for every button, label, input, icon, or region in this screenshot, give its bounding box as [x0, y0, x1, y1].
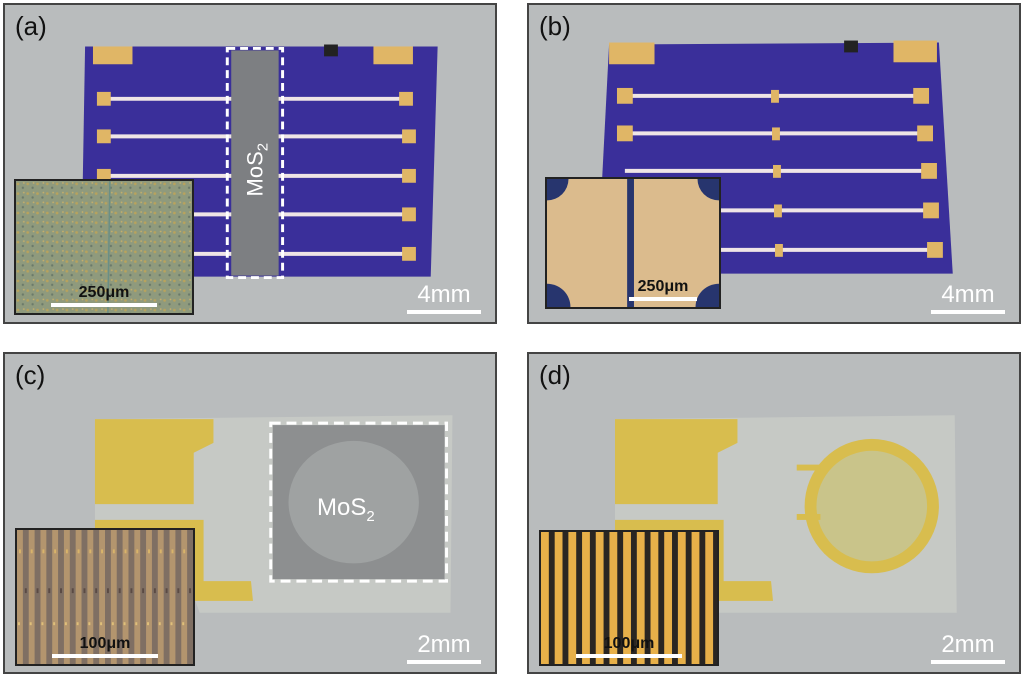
panel-c-mos2-label: MoS2 — [317, 494, 375, 525]
panel-b-inset-micrograph — [547, 179, 719, 307]
panel-b-label: (b) — [539, 11, 571, 41]
panel-c-inset-micrograph — [17, 530, 193, 664]
panel-d-inset-scale: 100μm — [541, 636, 717, 658]
panel-b: (b) 250μm 4mm — [527, 3, 1021, 324]
panel-d-scale-bar: 2mm — [931, 633, 1005, 664]
panel-b-inset-scale: 250μm — [607, 279, 719, 301]
panel-a-inset: 250μm — [14, 179, 194, 315]
panel-a-mos2-label: MoS2 — [242, 142, 272, 197]
panel-a-inset-scale: 250μm — [16, 285, 192, 307]
panel-b-scale-bar: 4mm — [931, 283, 1005, 314]
panel-a: (a) MoS2 250μm 4mm — [3, 3, 497, 324]
panel-c-inset-scale: 100μm — [17, 636, 193, 658]
panel-b-inset: 250μm — [545, 177, 721, 309]
panel-d-inset: 100μm — [539, 530, 719, 666]
panel-d-inset-micrograph — [541, 532, 717, 664]
panel-a-scale-bar: 4mm — [407, 283, 481, 314]
panel-d: (d) 100μm 2mm — [527, 352, 1021, 674]
panel-a-inset-micrograph — [16, 181, 192, 313]
panel-c-scale-bar: 2mm — [407, 633, 481, 664]
panel-c: (c) MoS2 100μm 2mm — [3, 352, 497, 674]
panel-d-label: (d) — [539, 360, 571, 390]
panel-a-label: (a) — [15, 11, 47, 41]
panel-c-label: (c) — [15, 360, 46, 390]
panel-c-inset: 100μm — [15, 528, 195, 666]
